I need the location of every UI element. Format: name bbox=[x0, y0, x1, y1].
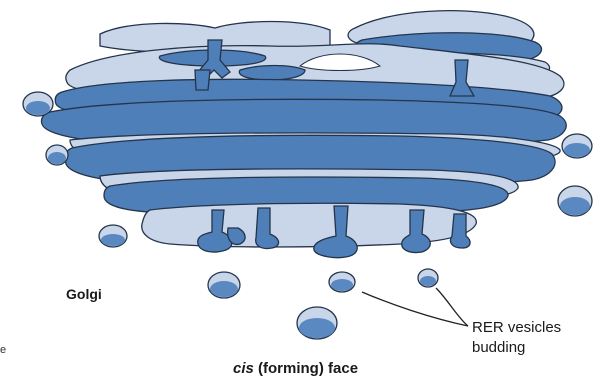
cis-face-label-rest: (forming) face bbox=[254, 360, 358, 377]
vesicle-bottom-3 bbox=[329, 272, 355, 292]
edge-text-fragment: e bbox=[0, 344, 6, 356]
vesicle-bottom-1 bbox=[208, 272, 240, 298]
vesicle-left-1 bbox=[23, 92, 53, 116]
cis-face-label-italic: cis bbox=[233, 360, 254, 377]
leader-line-2 bbox=[436, 288, 468, 326]
vesicle-bottom-4 bbox=[418, 269, 438, 287]
rer-label-line2: budding bbox=[472, 338, 561, 358]
stalk-bottom-6 bbox=[228, 228, 245, 244]
small-cisterna-2 bbox=[239, 66, 305, 81]
stalk-top-3 bbox=[195, 70, 210, 90]
vesicle-bottom-2 bbox=[297, 307, 337, 339]
leader-line-1 bbox=[362, 292, 468, 326]
vesicle-left-2 bbox=[46, 145, 68, 165]
cis-face-label: cis (forming) face bbox=[233, 360, 358, 377]
golgi-label: Golgi bbox=[66, 286, 102, 302]
vesicle-left-3 bbox=[99, 225, 127, 247]
rer-label-line1: RER vesicles bbox=[472, 318, 561, 338]
vesicle-right-2 bbox=[558, 186, 592, 216]
rer-vesicles-label: RER vesicles budding bbox=[472, 318, 561, 358]
vesicle-right-1 bbox=[562, 134, 592, 158]
